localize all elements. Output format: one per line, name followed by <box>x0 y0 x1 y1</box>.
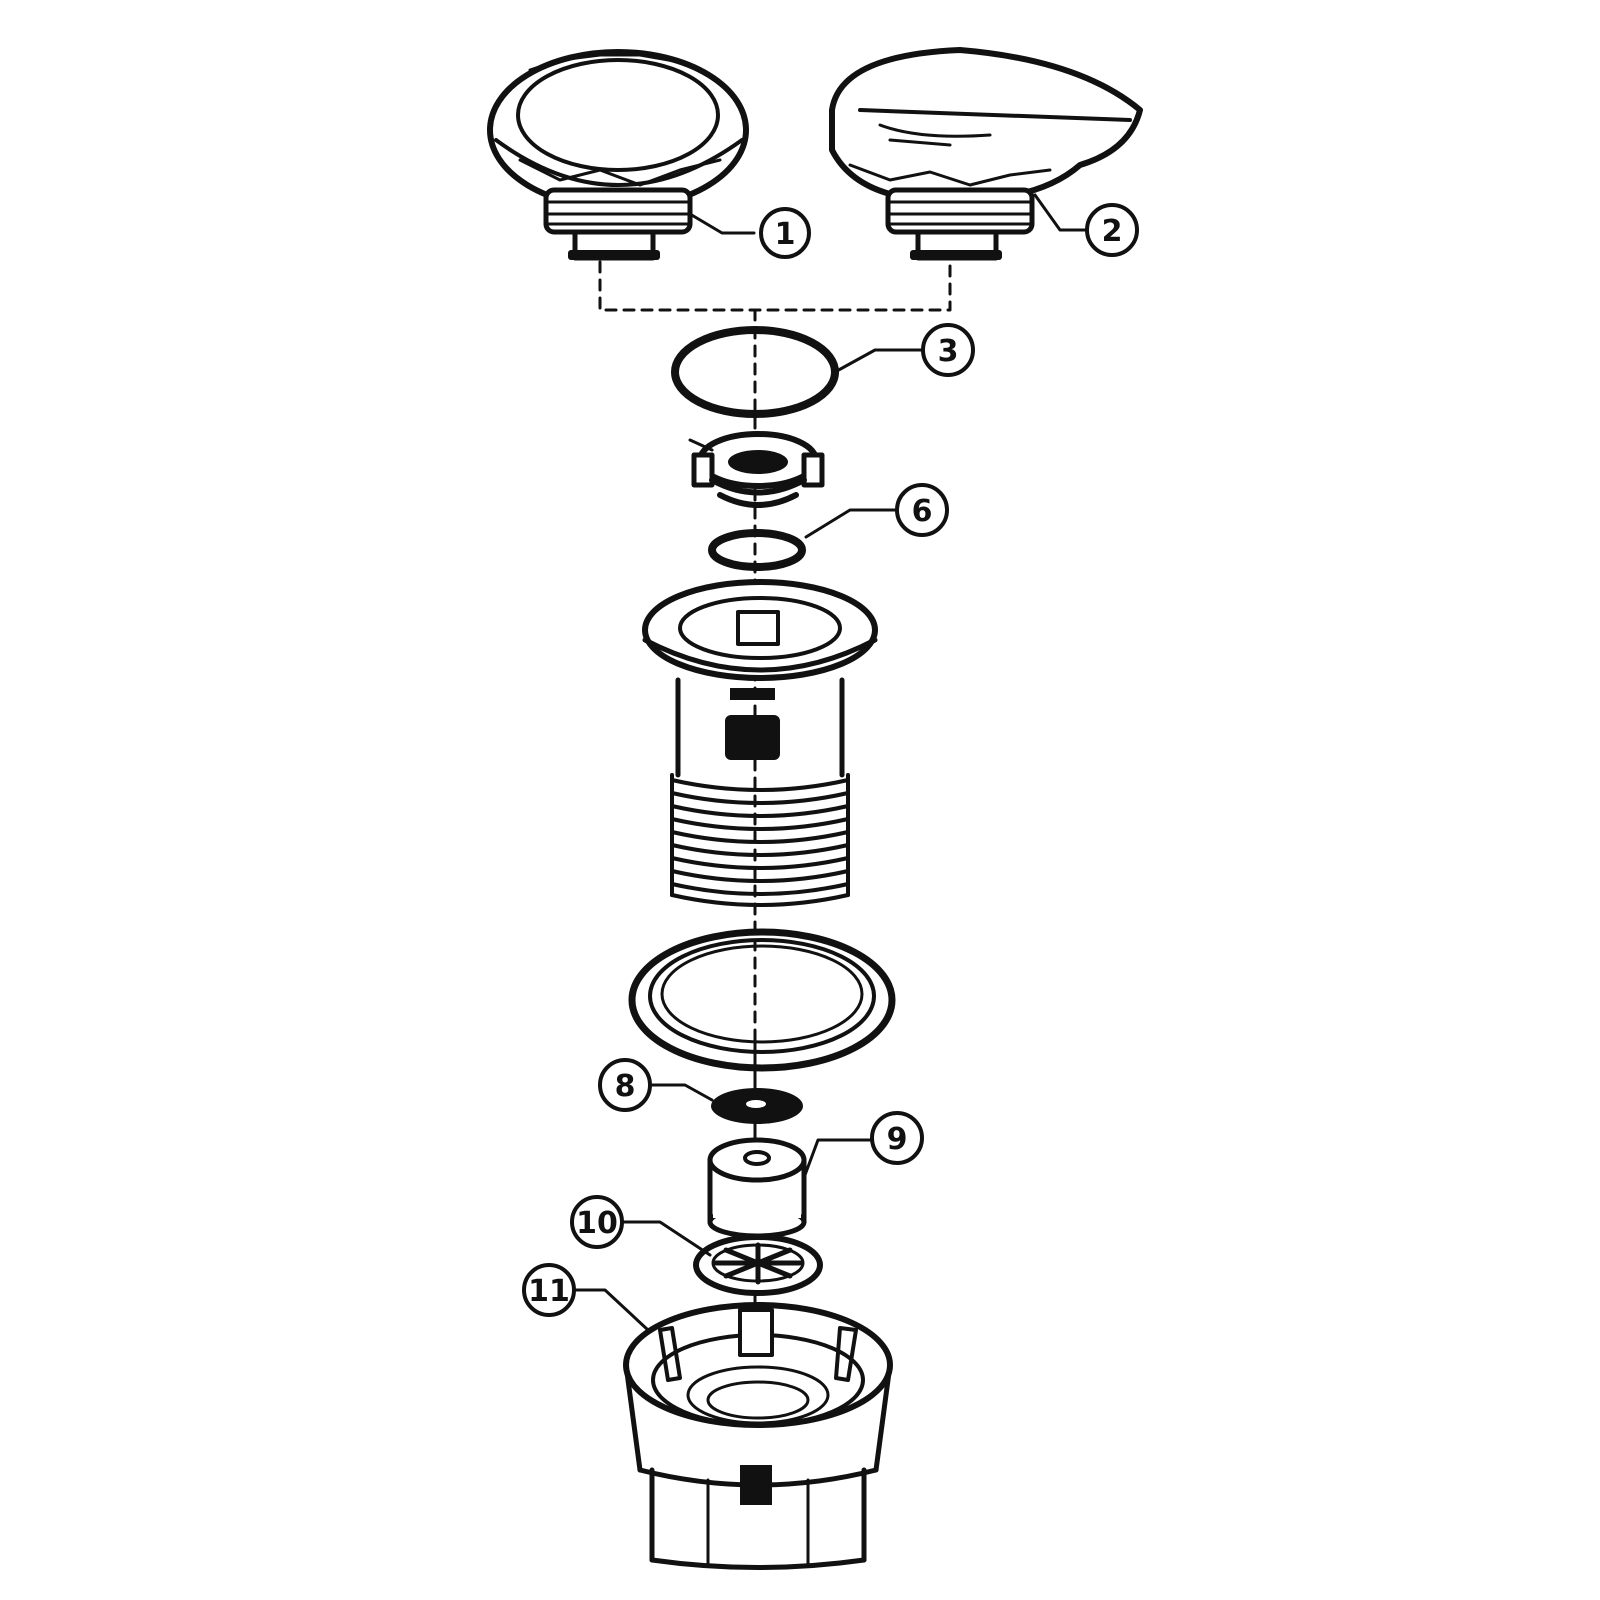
callout-1: 1 <box>688 207 811 259</box>
callout-label-9: 9 <box>887 1122 908 1157</box>
part-5-clip-collar <box>688 431 825 508</box>
part-9-cylinder-plug <box>707 1137 807 1239</box>
part-6-small-o-ring <box>708 529 806 571</box>
callout-6: 6 <box>804 483 949 539</box>
callout-11: 11 <box>522 1263 650 1332</box>
part-2-lever-handle <box>829 47 1143 261</box>
callout-label-6: 6 <box>912 494 933 529</box>
part-7-drain-body <box>642 579 878 907</box>
callout-9: 9 <box>803 1111 924 1177</box>
callout-label-10: 10 <box>576 1206 618 1241</box>
callout-label-1: 1 <box>775 217 796 252</box>
part-1-round-knob <box>487 49 749 261</box>
part-flange-gasket <box>628 928 896 1072</box>
callout-2: 2 <box>1033 193 1139 257</box>
callout-label-2: 2 <box>1102 214 1123 249</box>
callout-label-11: 11 <box>528 1274 570 1309</box>
part-8-rubber-washer <box>711 1088 803 1124</box>
callout-label-8: 8 <box>615 1069 636 1104</box>
callout-10: 10 <box>570 1195 712 1257</box>
part-11-housing <box>623 1302 893 1570</box>
callout-3: 3 <box>833 323 975 377</box>
callout-8: 8 <box>598 1058 714 1112</box>
part-10-strainer-disc <box>693 1234 823 1296</box>
callout-label-3: 3 <box>938 334 959 369</box>
